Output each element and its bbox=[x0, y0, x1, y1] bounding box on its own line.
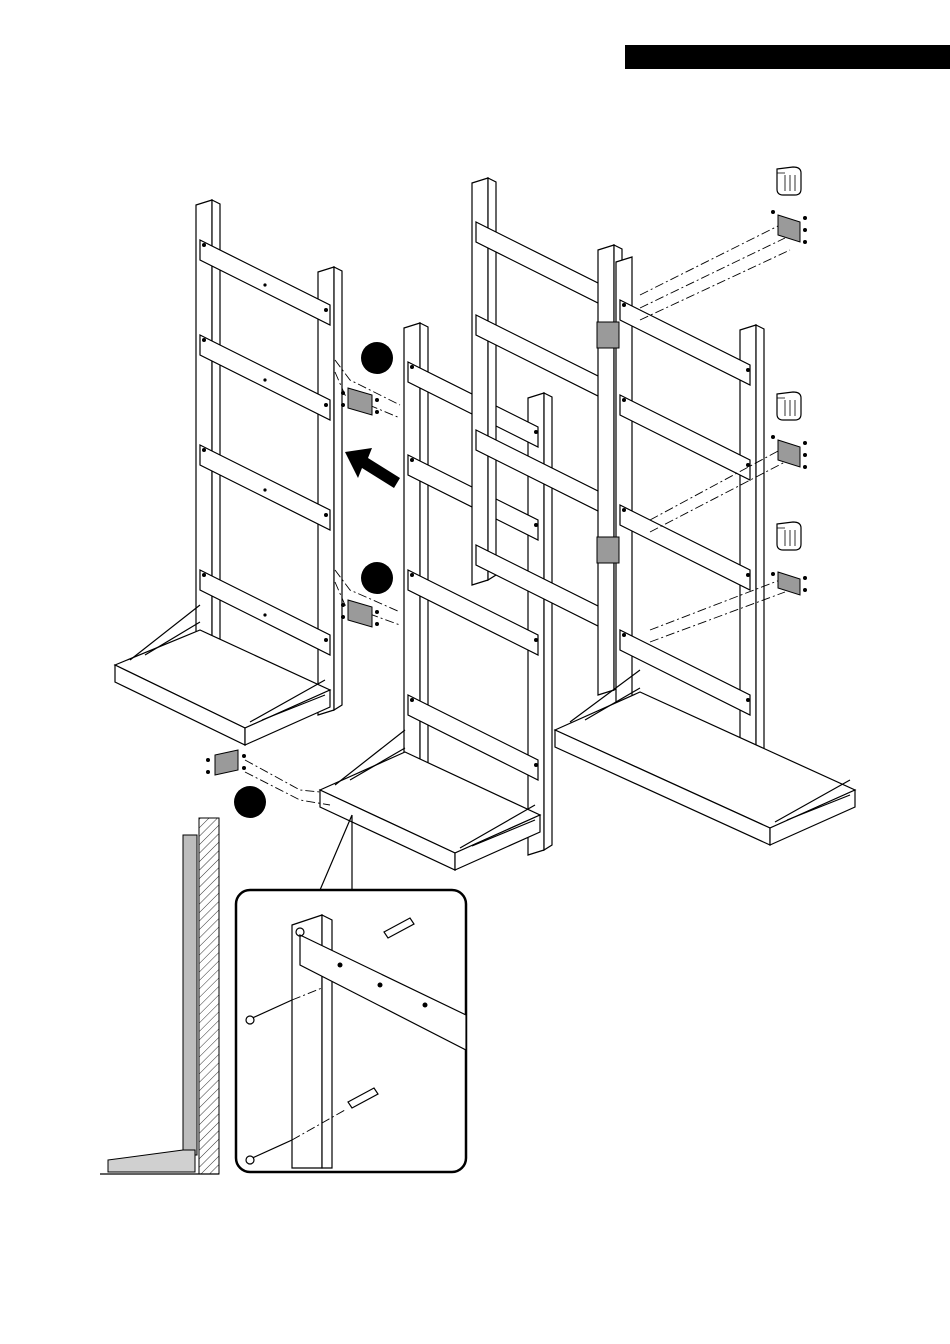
left-frame bbox=[115, 200, 342, 745]
step-marker-3 bbox=[234, 786, 266, 818]
plate-right-top bbox=[771, 210, 807, 244]
wall-hatch bbox=[199, 818, 219, 1174]
pointing-hand-icon bbox=[777, 522, 801, 550]
upright-side bbox=[183, 835, 197, 1155]
plate-right-lower bbox=[771, 572, 807, 595]
plate-left-lower bbox=[341, 600, 379, 627]
pointing-hand-icon bbox=[777, 392, 801, 420]
pointing-hand-icon bbox=[777, 167, 801, 195]
right-frame bbox=[555, 245, 855, 845]
arrow-left-icon bbox=[345, 448, 400, 488]
step-marker-1 bbox=[361, 342, 393, 374]
side-view bbox=[100, 818, 219, 1174]
step-marker-2 bbox=[361, 562, 393, 594]
plate-base bbox=[206, 750, 246, 775]
base-side bbox=[108, 1150, 195, 1172]
detail-inset bbox=[236, 890, 466, 1172]
joining-plate bbox=[597, 537, 619, 563]
joining-plate bbox=[597, 322, 619, 348]
